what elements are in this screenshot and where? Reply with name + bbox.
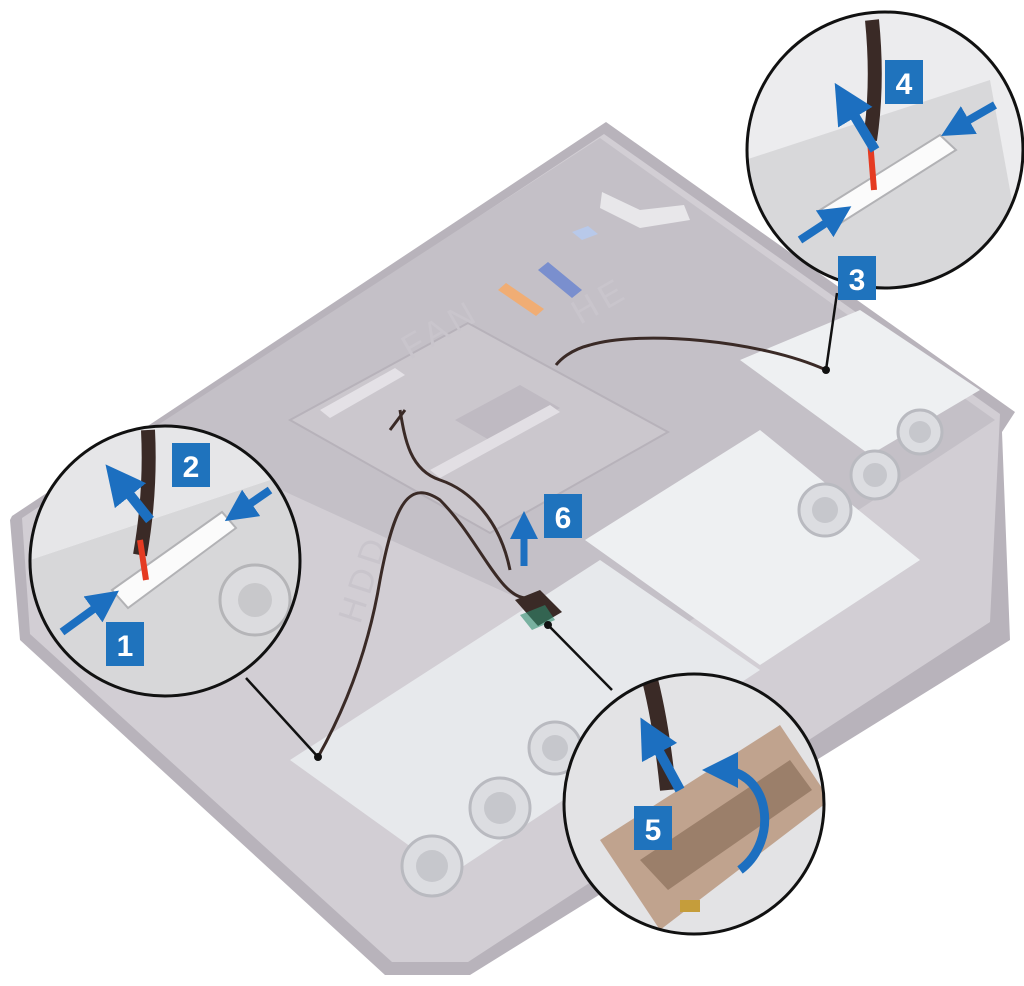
svg-text:2: 2 — [183, 451, 200, 484]
svg-text:4: 4 — [896, 68, 913, 101]
svg-text:1: 1 — [117, 630, 134, 663]
svg-text:3: 3 — [849, 264, 866, 297]
svg-text:5: 5 — [645, 814, 662, 847]
callout-badge-1: 1 — [106, 622, 144, 666]
leader-dot-bottom — [544, 621, 552, 629]
leader-dot-left — [314, 753, 322, 761]
callout-badge-3: 3 — [838, 256, 876, 300]
leader-dot-right — [822, 366, 830, 374]
callout-badge-2: 2 — [172, 443, 210, 487]
callout-badge-4: 4 — [885, 60, 923, 104]
callout-badge-5: 5 — [634, 806, 672, 850]
callout-badge-6: 6 — [544, 494, 582, 538]
svg-text:6: 6 — [555, 502, 572, 535]
